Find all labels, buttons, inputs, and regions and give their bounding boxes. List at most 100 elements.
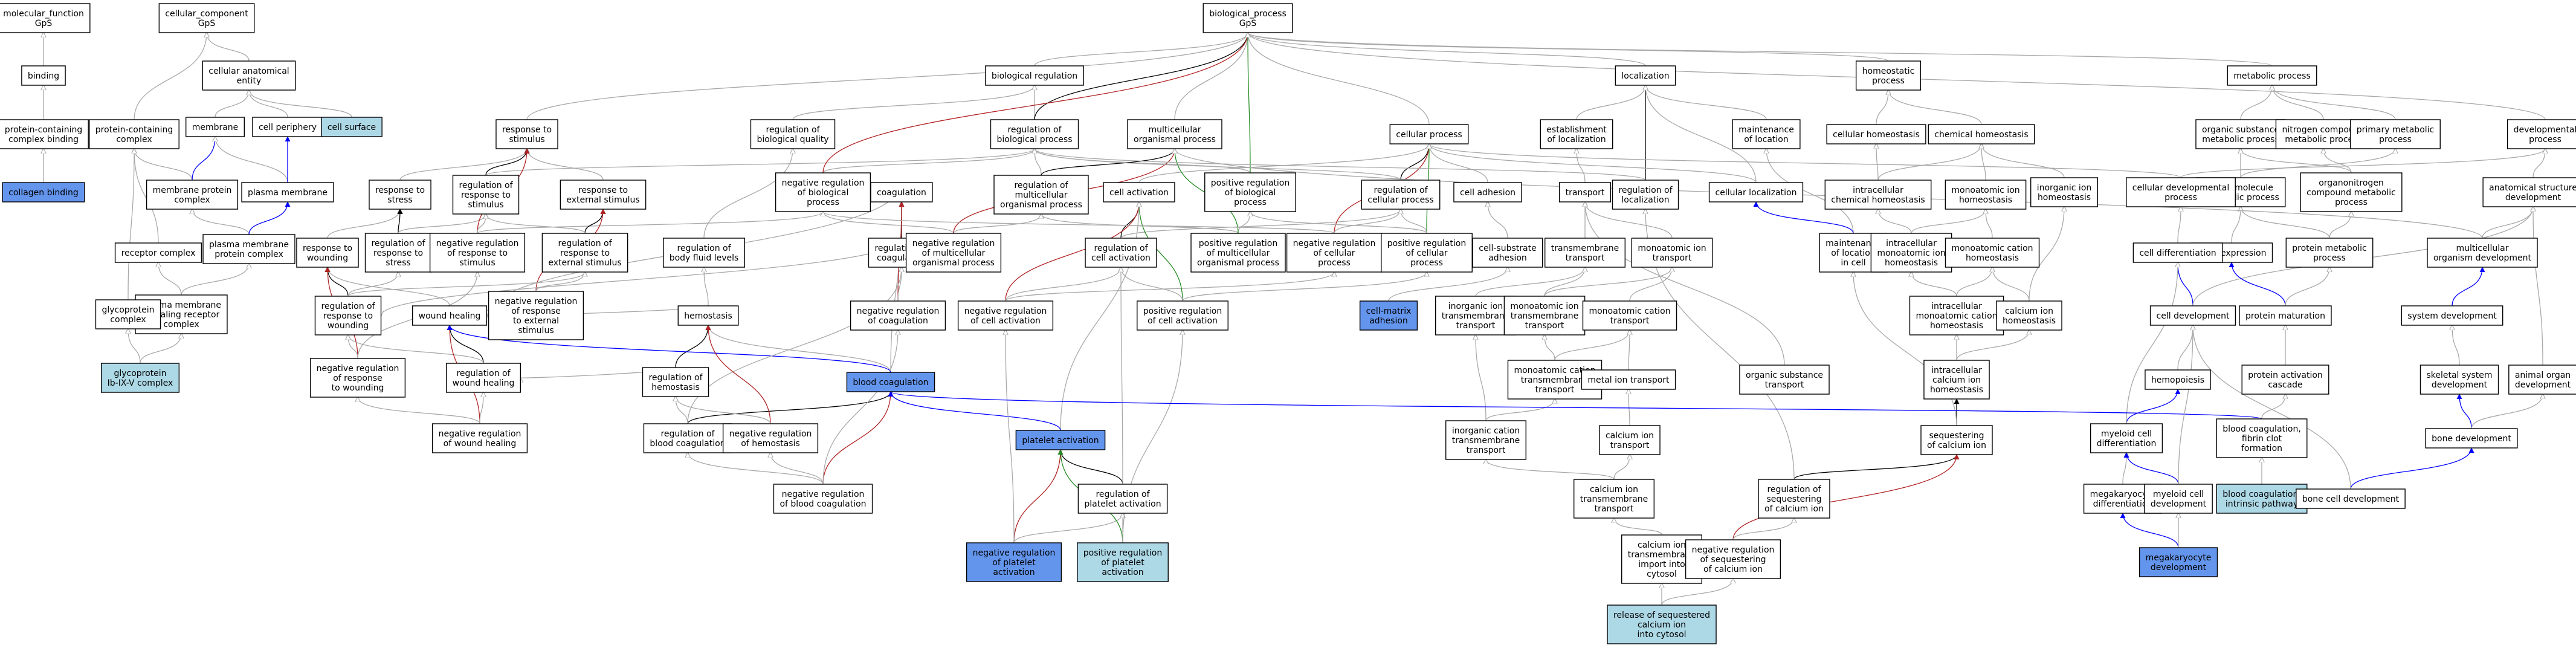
term-node-whealing[interactable]: wound healing xyxy=(412,305,488,326)
term-node-bcip[interactable]: blood coagulation,intrinsic pathway xyxy=(2216,484,2308,514)
term-node-cdev[interactable]: cell development xyxy=(2149,305,2236,326)
term-node-mit[interactable]: metal ion transport xyxy=(1581,369,1676,390)
term-node-bcd[interactable]: bone cell development xyxy=(2296,488,2406,509)
term-node-plact[interactable]: platelet activation xyxy=(1015,430,1106,450)
term-node-hemopoiesis[interactable]: hemopoiesis xyxy=(2145,369,2211,390)
term-node-cloc[interactable]: cellular localization xyxy=(1708,182,1804,203)
term-node-pmem[interactable]: plasma membrane xyxy=(241,182,334,203)
term-node-collagen[interactable]: collagen binding xyxy=(2,182,85,203)
term-node-cproc[interactable]: cellular process xyxy=(1389,124,1469,144)
term-node-csurface[interactable]: cell surface xyxy=(321,117,383,137)
term-node-bcoag[interactable]: blood coagulation xyxy=(846,372,935,392)
term-node-chomeo[interactable]: cellular homeostasis xyxy=(1826,124,1926,144)
term-node-rcomplex[interactable]: receptor complex xyxy=(114,242,202,263)
term-node-metab[interactable]: metabolic process xyxy=(2227,65,2317,86)
term-node-sysdev[interactable]: system development xyxy=(2401,305,2503,326)
term-node-cperiph[interactable]: cell periphery xyxy=(252,117,323,137)
term-node-hemo[interactable]: hemostasis xyxy=(677,305,739,326)
term-node-cdiff[interactable]: cell differentiation xyxy=(2132,242,2223,263)
term-node-chemhomeo[interactable]: chemical homeostasis xyxy=(1928,124,2035,144)
term-node-binding[interactable]: binding xyxy=(21,65,66,86)
term-node-coag[interactable]: coagulation xyxy=(870,182,933,203)
